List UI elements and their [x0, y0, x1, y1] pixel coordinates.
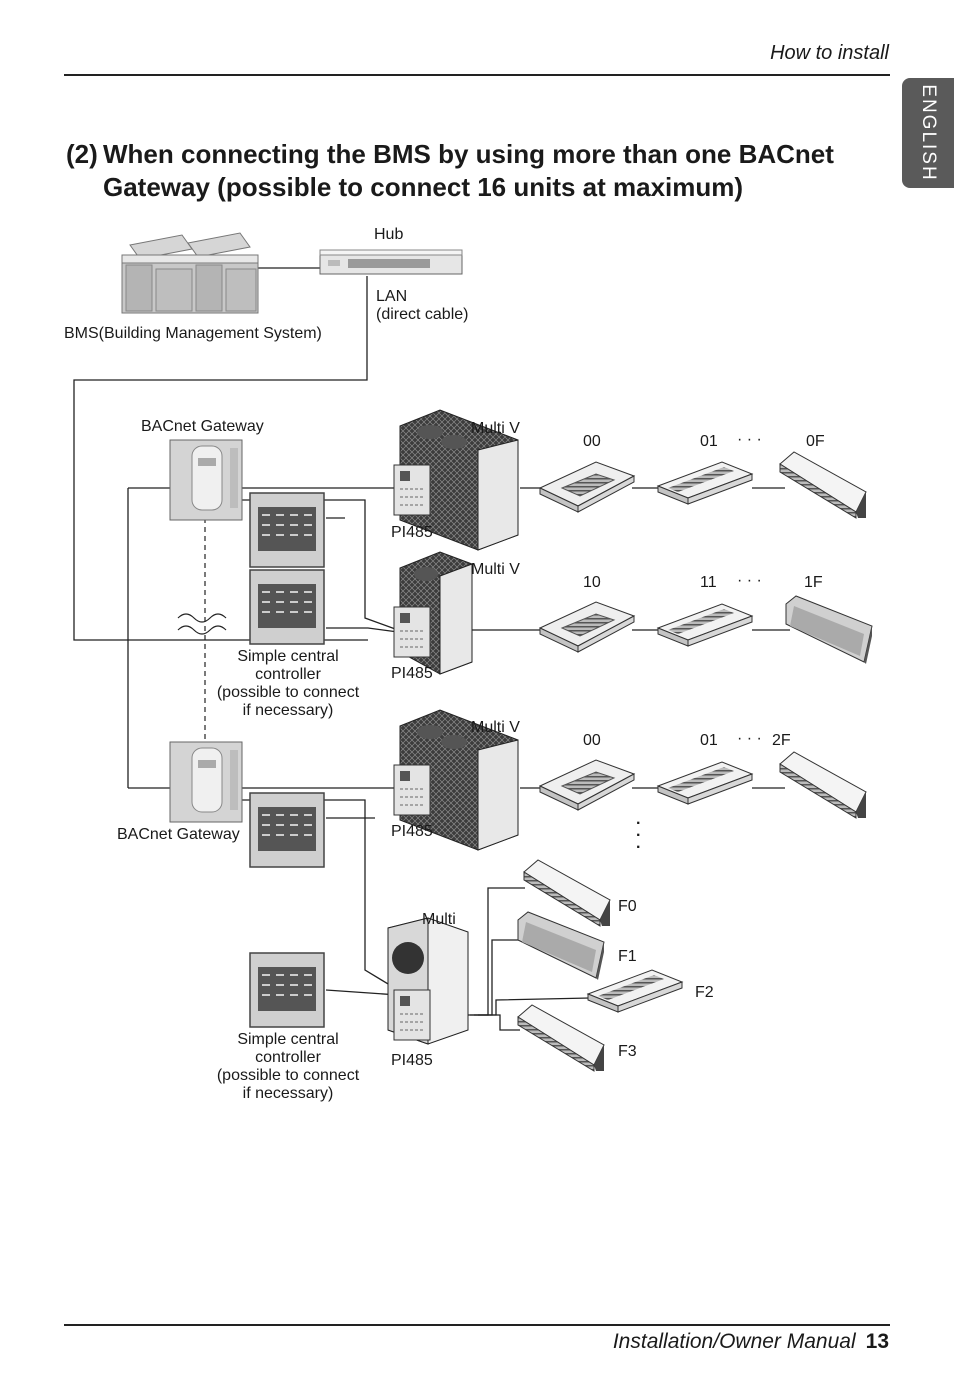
bms-label: BMS(Building Management System)	[64, 325, 322, 342]
pi485-label-3: PI485	[391, 823, 433, 840]
one-way-cassette-unit	[656, 461, 754, 505]
cassette-unit	[538, 759, 636, 811]
unit-address: 2F	[772, 732, 791, 749]
unit-address: 10	[583, 574, 601, 591]
unit-address: F3	[618, 1043, 637, 1060]
lan-cable-label: (direct cable)	[376, 306, 469, 323]
multi-v-label-1: Multi V	[471, 420, 520, 437]
lan-label: LAN	[376, 288, 408, 305]
ellipsis: · · ·	[737, 572, 762, 589]
unit-address: F0	[618, 898, 637, 915]
unit-address: 1F	[804, 574, 823, 591]
multi-v-label-2: Multi V	[471, 561, 520, 578]
bacnet-gateway-1	[169, 439, 243, 521]
pi485-label-4: PI485	[391, 1052, 433, 1069]
hub-device	[319, 249, 463, 275]
bacnet-gateway-label-1: BACnet Gateway	[141, 418, 264, 435]
ellipsis: · · ·	[737, 431, 762, 448]
wall-unit	[779, 751, 867, 819]
central-controller-1	[249, 492, 325, 568]
header-rule	[64, 74, 890, 76]
wall-unit	[523, 859, 611, 927]
central-controller-4	[249, 952, 325, 1028]
pi485-board-3	[393, 764, 431, 816]
page-number: 13	[865, 1330, 889, 1353]
unit-address: 0F	[806, 433, 825, 450]
cassette-unit	[538, 601, 636, 653]
multi-v-label-3: Multi V	[471, 719, 520, 736]
unit-address: 00	[583, 732, 601, 749]
pi485-label-2: PI485	[391, 665, 433, 682]
heading-number: (2)	[66, 139, 98, 169]
unit-address: F1	[618, 948, 637, 965]
hub-label: Hub	[374, 226, 404, 243]
bacnet-gateway-2	[169, 741, 243, 823]
footer-rule	[64, 1324, 890, 1326]
cassette-unit	[538, 461, 636, 513]
unit-address: 00	[583, 433, 601, 450]
ellipsis: · · ·	[737, 730, 762, 747]
unit-address: 01	[700, 732, 718, 749]
vertical-ellipsis: · · ·	[636, 815, 642, 856]
unit-address: 11	[700, 574, 717, 591]
one-way-cassette-unit	[656, 761, 754, 805]
language-tab: ENGLISH	[902, 78, 954, 188]
artcool-unit	[785, 595, 873, 664]
pi485-board-4	[393, 989, 431, 1041]
central-controller-3	[249, 792, 325, 868]
pi485-board-1	[393, 464, 431, 516]
artcool-unit	[517, 911, 605, 980]
manual-title: Installation/Owner Manual	[612, 1330, 856, 1353]
break-symbol	[177, 613, 227, 635]
wall-unit	[779, 451, 867, 519]
page-footer: Installation/Owner Manual 13	[613, 1330, 889, 1354]
pi485-board-2	[393, 606, 431, 658]
one-way-cassette-unit	[656, 603, 754, 647]
multi-label: Multi	[422, 911, 456, 928]
unit-address: F2	[695, 984, 714, 1001]
pi485-label-1: PI485	[391, 524, 433, 541]
section-title: How to install	[770, 42, 889, 64]
unit-address: 01	[700, 433, 718, 450]
bacnet-gateway-label-2: BACnet Gateway	[117, 826, 240, 843]
central-controller-2	[249, 569, 325, 645]
one-way-cassette-unit	[586, 969, 684, 1013]
bms-desks	[121, 232, 259, 314]
wall-unit	[517, 1004, 605, 1072]
heading-text: When connecting the BMS by using more th…	[103, 139, 834, 202]
